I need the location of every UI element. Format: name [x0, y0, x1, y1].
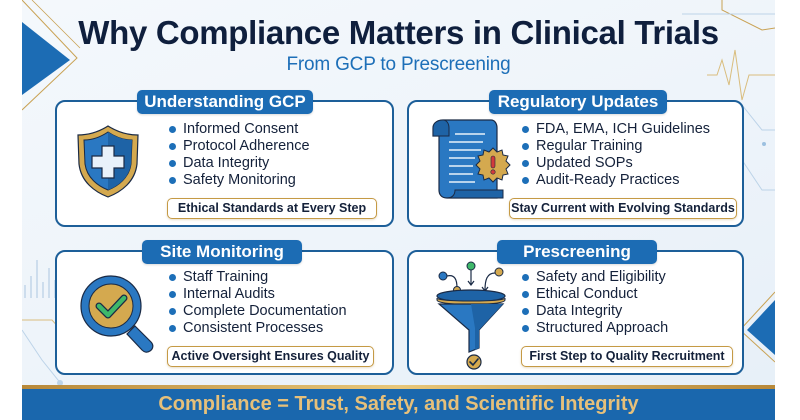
- shield-cross-icon: [75, 124, 141, 198]
- funnel-check-icon: [431, 260, 511, 370]
- card-title-pill: Regulatory Updates: [489, 90, 667, 114]
- list-item: Staff Training: [169, 269, 347, 286]
- list-item: Protocol Adherence: [169, 138, 310, 155]
- list-item: Structured Approach: [522, 320, 668, 337]
- gold-divider: [22, 385, 775, 389]
- list-item: Regular Training: [522, 138, 710, 155]
- card-item-list: Staff Training Internal Audits Complete …: [169, 269, 347, 337]
- card-prescreening: Prescreening Safety and Eligib: [407, 240, 744, 375]
- list-item: Consistent Processes: [169, 320, 347, 337]
- card-tagline: Stay Current with Evolving Standards: [509, 198, 737, 219]
- list-item: FDA, EMA, ICH Guidelines: [522, 121, 710, 138]
- card-regulatory-updates: Regulatory Updates: [407, 90, 744, 227]
- card-tagline: Ethical Standards at Every Step: [167, 198, 377, 219]
- list-item: Informed Consent: [169, 121, 310, 138]
- card-title-pill: Site Monitoring: [142, 240, 302, 264]
- list-item: Safety Monitoring: [169, 172, 310, 189]
- document-alert-icon: [425, 118, 515, 204]
- card-item-list: Informed Consent Protocol Adherence Data…: [169, 121, 310, 189]
- footer-banner: Compliance = Trust, Safety, and Scientif…: [22, 389, 775, 420]
- list-item: Data Integrity: [169, 155, 310, 172]
- list-item: Safety and Eligibility: [522, 269, 668, 286]
- card-title-pill: Understanding GCP: [137, 90, 313, 114]
- page-title: Why Compliance Matters in Clinical Trial…: [78, 14, 719, 51]
- card-tagline: First Step to Quality Recruitment: [521, 346, 733, 367]
- list-item: Complete Documentation: [169, 303, 347, 320]
- card-tagline: Active Oversight Ensures Quality: [167, 346, 374, 367]
- list-item: Data Integrity: [522, 303, 668, 320]
- infographic-canvas: Why Compliance Matters in Clinical Trial…: [22, 0, 775, 420]
- card-site-monitoring: Site Monitoring Staff Training Internal …: [55, 240, 394, 375]
- list-item: Internal Audits: [169, 286, 347, 303]
- card-item-list: FDA, EMA, ICH Guidelines Regular Trainin…: [522, 121, 710, 189]
- magnifier-check-icon: [77, 272, 159, 354]
- list-item: Ethical Conduct: [522, 286, 668, 303]
- list-item: Audit-Ready Practices: [522, 172, 710, 189]
- card-item-list: Safety and Eligibility Ethical Conduct D…: [522, 269, 668, 337]
- list-item: Updated SOPs: [522, 155, 710, 172]
- card-title-pill: Prescreening: [497, 240, 657, 264]
- page-subtitle: From GCP to Prescreening: [286, 54, 511, 75]
- card-understanding-gcp: Understanding GCP Informed Consent Proto…: [55, 90, 394, 227]
